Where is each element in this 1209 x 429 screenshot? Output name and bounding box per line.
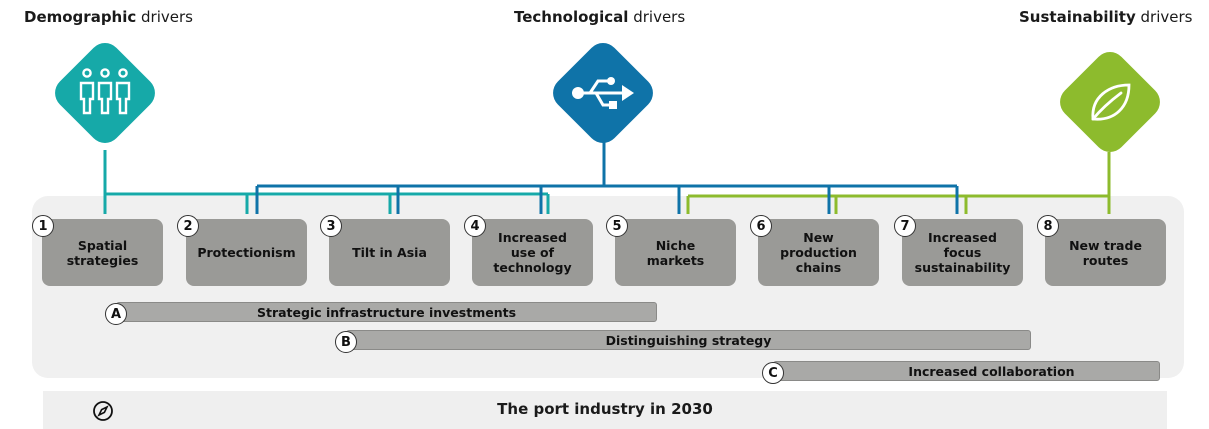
trend-3-line-1: Tilt in Asia xyxy=(352,245,427,260)
sustainability-connectors xyxy=(686,152,1111,214)
trend-box-5: Niche markets xyxy=(615,219,736,286)
trend-badge-7: 7 xyxy=(894,215,916,237)
strategy-bar-c: Increased collaboration xyxy=(773,361,1160,381)
trend-box-3: Tilt in Asia xyxy=(329,219,450,286)
trend-badge-6: 6 xyxy=(750,215,772,237)
leaf-icon xyxy=(1070,62,1150,142)
trend-badge-1: 1 xyxy=(32,215,54,237)
compass-icon xyxy=(93,401,113,421)
strategy-bar-b: Distinguishing strategy xyxy=(346,330,1031,350)
strategy-b-label: Distinguishing strategy xyxy=(605,332,772,348)
trend-7-line-3: sustainability xyxy=(914,260,1011,275)
trend-box-8: New trade routes xyxy=(1045,219,1166,286)
trend-badge-3: 3 xyxy=(320,215,342,237)
strategy-badge-a: A xyxy=(105,303,127,325)
trend-8-line-2: routes xyxy=(1082,252,1129,268)
trend-1-line-2: strategies xyxy=(66,252,139,268)
trend-2-line-1: Protectionism xyxy=(197,245,296,260)
strategy-badge-b: B xyxy=(335,331,357,353)
header-demographic-bold: Demographic xyxy=(24,8,137,26)
trend-box-6: New production chains xyxy=(758,219,879,286)
trend-8-line-1: New trade xyxy=(1069,237,1142,253)
trend-badge-8: 8 xyxy=(1037,215,1059,237)
trend-7-line-1: Increased xyxy=(928,230,997,245)
technological-connectors xyxy=(255,140,959,214)
trend-box-2: Protectionism xyxy=(186,219,307,286)
people-icon xyxy=(65,53,145,133)
trend-7-line-2: focus xyxy=(943,245,982,260)
footer-title: The port industry in 2030 xyxy=(497,400,713,418)
trend-1-line-1: Spatial xyxy=(77,237,128,253)
strategy-badge-c: C xyxy=(762,362,784,384)
header-demographic: Demographic drivers xyxy=(24,8,193,26)
trend-box-1: Spatial strategies xyxy=(42,219,163,286)
trend-4-line-1: Increased xyxy=(498,230,567,245)
header-sustainability: Sustainability drivers xyxy=(1019,8,1192,26)
trend-4-line-2: use of xyxy=(510,245,555,260)
header-sustainability-rest: drivers xyxy=(1135,8,1193,26)
trend-badge-2: 2 xyxy=(177,215,199,237)
demographic-connectors xyxy=(103,150,550,214)
header-demographic-rest: drivers xyxy=(136,8,193,26)
header-sustainability-bold: Sustainability xyxy=(1019,8,1136,26)
trend-4-line-3: technology xyxy=(493,260,572,275)
trend-5-line-2: markets xyxy=(646,252,705,268)
trend-badge-5: 5 xyxy=(606,215,628,237)
trend-6-line-1: New xyxy=(803,230,834,245)
trend-5-line-1: Niche xyxy=(655,237,696,253)
header-technological: Technological drivers xyxy=(514,8,685,26)
footer-banner: The port industry in 2030 xyxy=(43,391,1167,429)
header-technological-bold: Technological xyxy=(514,8,629,26)
strategy-c-label: Increased collaboration xyxy=(908,363,1075,379)
trend-badge-4: 4 xyxy=(464,215,486,237)
trend-6-line-2: production xyxy=(780,245,857,260)
trend-6-line-3: chains xyxy=(795,260,842,275)
trend-box-4: Increased use of technology xyxy=(472,219,593,286)
usb-icon xyxy=(563,53,643,133)
trend-box-7: Increased focus sustainability xyxy=(902,219,1023,286)
strategy-bar-a: Strategic infrastructure investments xyxy=(116,302,657,322)
strategy-a-label: Strategic infrastructure investments xyxy=(256,304,517,320)
header-technological-rest: drivers xyxy=(628,8,686,26)
